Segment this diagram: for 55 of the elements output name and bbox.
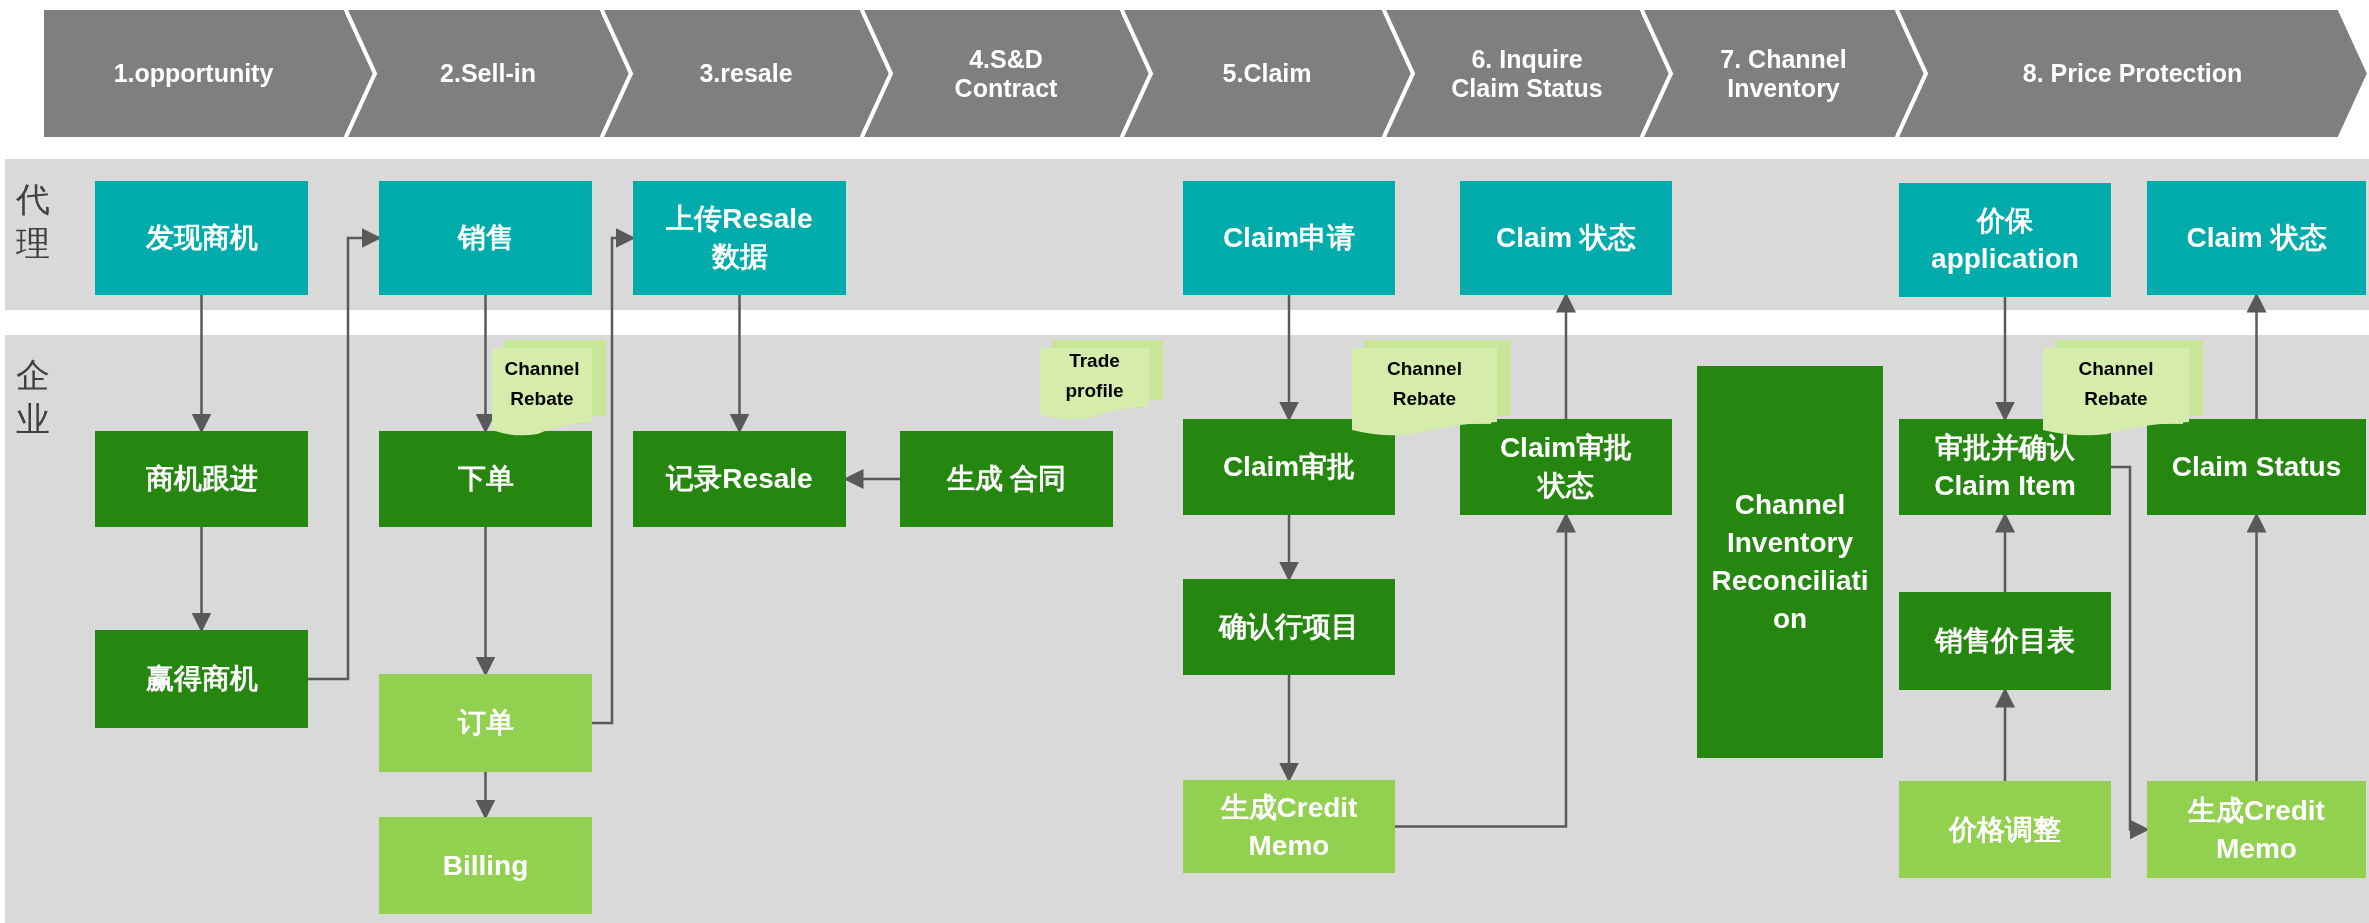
- arrow: [475, 527, 496, 677]
- process-box: 价格调整: [1899, 781, 2111, 878]
- process-box: Claim申请: [1183, 181, 1395, 295]
- process-box: Claim 状态: [1460, 181, 1672, 295]
- process-box: 价保application: [1899, 183, 2111, 297]
- phase-banner: 5.Claim: [1121, 8, 1413, 139]
- arrow: [2246, 292, 2267, 419]
- process-box: 上传Resale数据: [633, 181, 846, 295]
- process-box: 下单: [379, 431, 592, 527]
- lane-band: [5, 159, 2369, 310]
- phase-banner: 8. Price Protection: [1896, 8, 2369, 139]
- process-box: 商机跟进: [95, 431, 308, 527]
- arrow: [475, 772, 496, 820]
- lane-label: 企业: [15, 355, 51, 441]
- arrow: [1395, 512, 1576, 828]
- phase-banner: 4.S&D Contract: [861, 8, 1151, 139]
- phase-banner: 2.Sell-in: [345, 8, 631, 139]
- arrow: [191, 295, 212, 434]
- arrow: [308, 228, 382, 681]
- arrow: [2111, 465, 2150, 840]
- arrow: [1279, 295, 1299, 422]
- process-box: 赢得商机: [95, 630, 308, 728]
- phase-banner: 1.opportunity: [42, 8, 375, 139]
- process-box: 确认行项目: [1183, 579, 1395, 675]
- arrow: [1279, 515, 1299, 582]
- process-box: Claim 状态: [2147, 181, 2366, 295]
- process-box: 审批并确认Claim Item: [1899, 419, 2111, 515]
- arrow: [729, 295, 750, 434]
- phase-banner: 6. Inquire Claim Status: [1383, 8, 1671, 139]
- process-box: Channel Inventory Reconciliation: [1697, 366, 1883, 758]
- process-box: 订单: [379, 674, 592, 772]
- process-box: Claim Status: [2147, 419, 2366, 515]
- phase-banner: 7. Channel Inventory: [1641, 8, 1926, 139]
- process-box: 销售价目表: [1899, 592, 2111, 690]
- process-box: 发现商机: [95, 181, 308, 295]
- arrow: [843, 469, 900, 489]
- process-box: Claim审批状态: [1460, 419, 1672, 515]
- lane-band: [5, 335, 2369, 923]
- arrow: [1995, 512, 2015, 592]
- process-box: Billing: [379, 817, 592, 914]
- phase-banner: 3.resale: [601, 8, 891, 139]
- lane-label: 代理: [15, 179, 51, 265]
- process-box: 记录Resale: [633, 431, 846, 527]
- arrow: [592, 228, 636, 725]
- process-box: 生成Credit Memo: [1183, 780, 1395, 873]
- process-box: 销售: [379, 181, 592, 295]
- arrow: [1995, 687, 2015, 781]
- arrow: [1995, 297, 2015, 422]
- process-box: 生成 合同: [900, 431, 1113, 527]
- arrow: [1279, 675, 1299, 783]
- arrow: [2246, 512, 2267, 781]
- arrow: [191, 527, 212, 633]
- process-box: Claim审批: [1183, 419, 1395, 515]
- arrow: [1556, 292, 1576, 419]
- process-box: 生成Credit Memo: [2147, 781, 2366, 878]
